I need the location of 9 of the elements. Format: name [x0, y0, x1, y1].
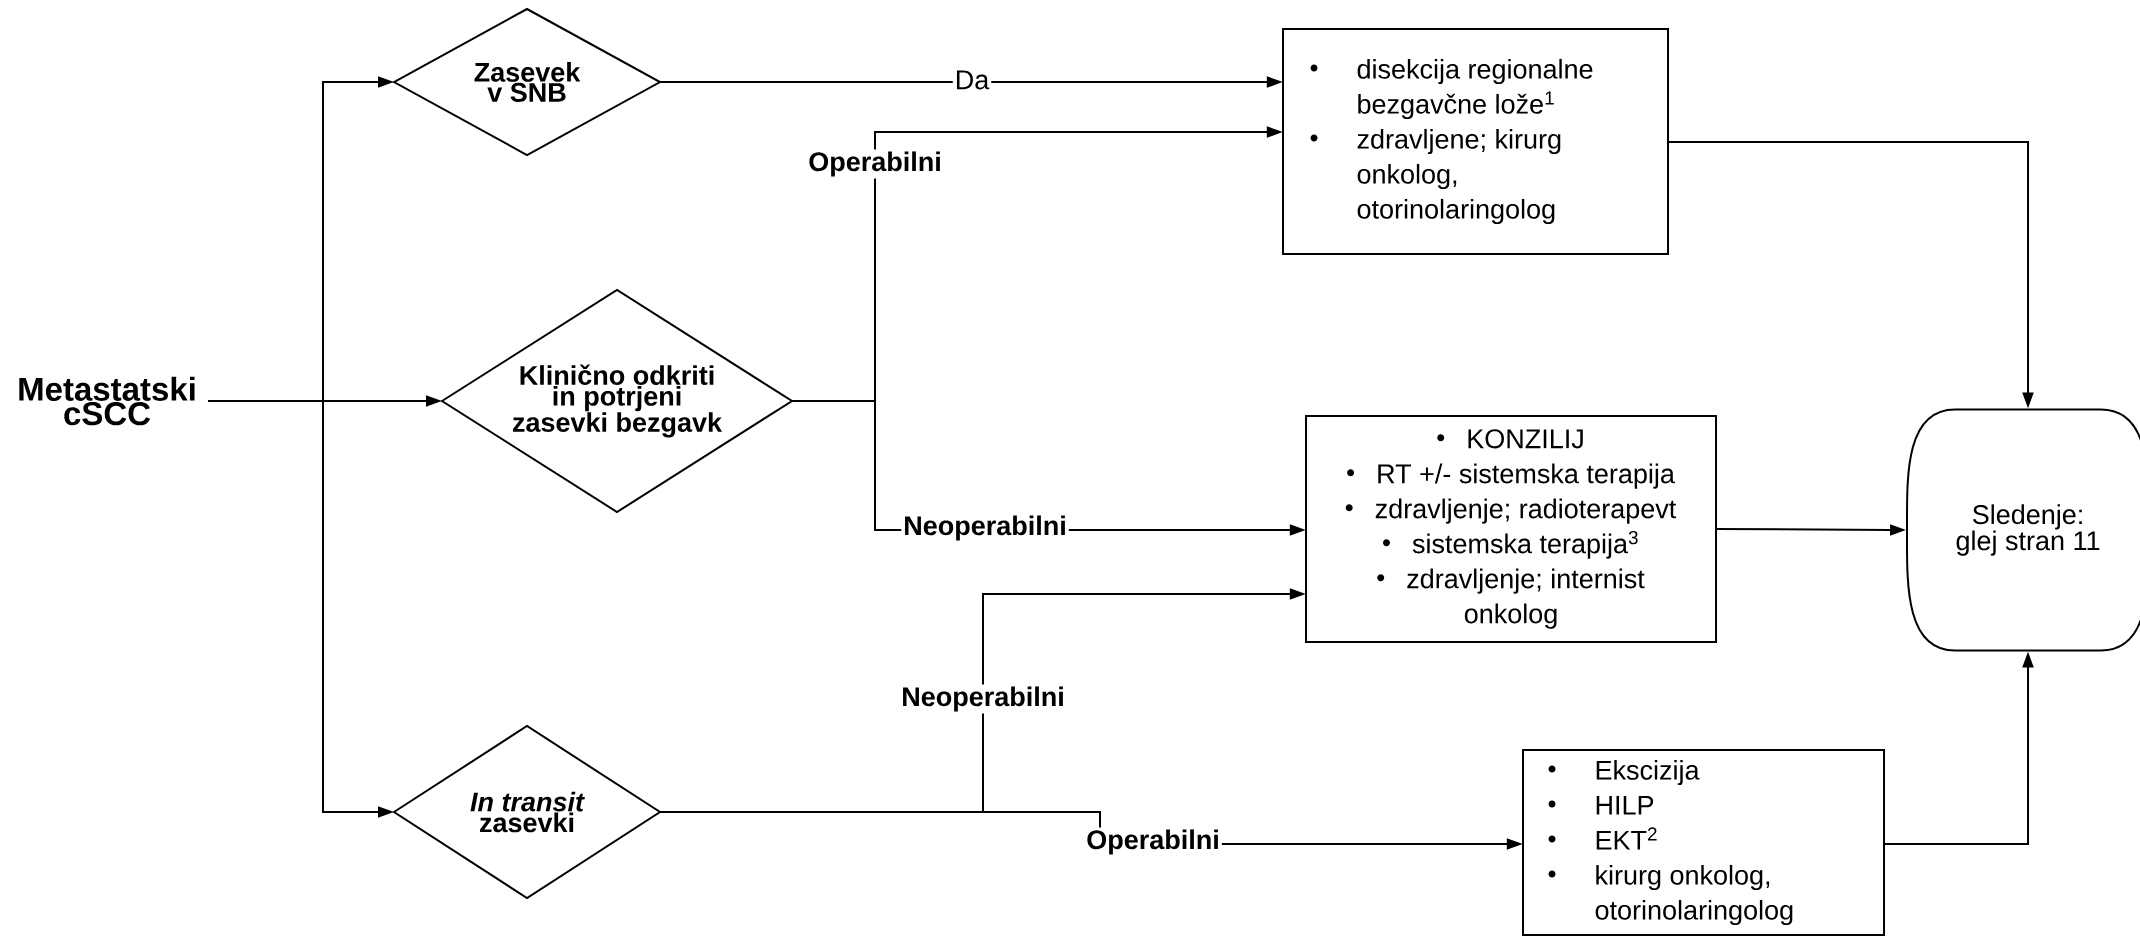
- edge-label: Da: [952, 68, 992, 92]
- process-box: KONZILIJ RT +/- sistemska terapija zdravljenje; radioterapevt sistemska terapija$^{3}$ zdravljenje; internist onkolog: [1305, 415, 1717, 643]
- process-box: Ekscizija HILP EKT$^{2}$ kirurg onkolog, otorinolaringolog: [1522, 749, 1885, 936]
- edge-label: Neoperabilni: [899, 684, 1067, 714]
- edge-label: Operabilni: [1084, 827, 1222, 857]
- edge-label: Neoperabilni: [901, 513, 1069, 543]
- edge-label: Operabilni: [806, 149, 944, 179]
- process-box: disekcija regionalne bezgavčne lože$^{1}$ zdravljene; kirurg onkolog, otorinolaringolog: [1282, 28, 1669, 255]
- start-label: Metastatski cSCC: [19, 376, 195, 426]
